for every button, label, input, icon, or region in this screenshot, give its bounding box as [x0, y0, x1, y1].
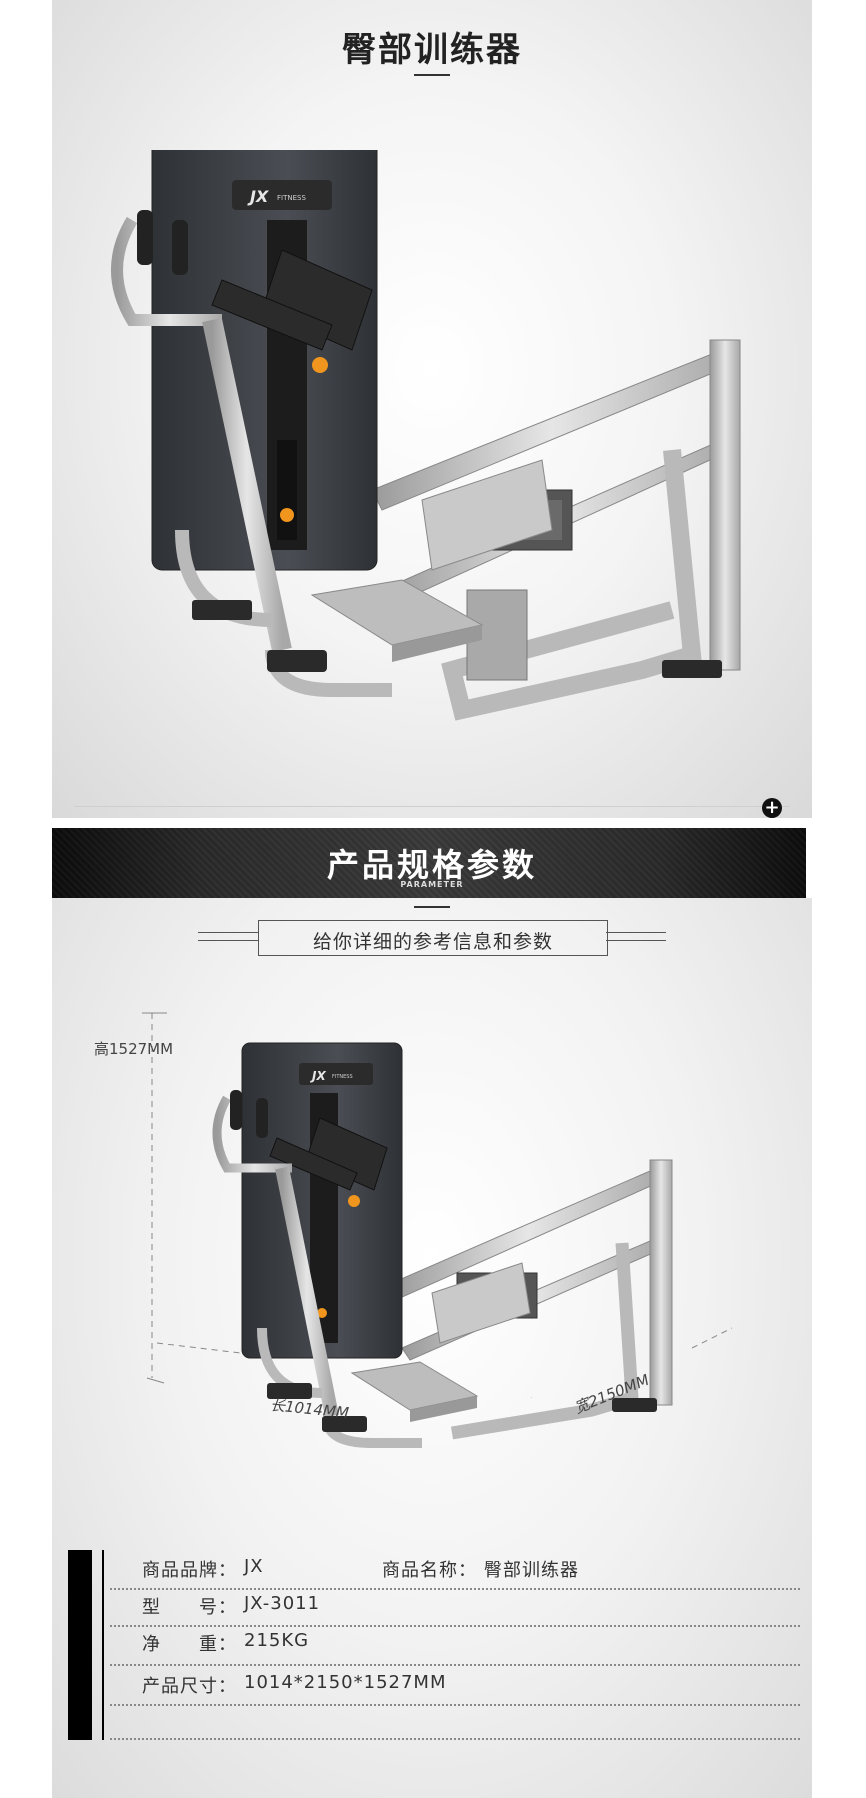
- weight-label: 净 重：: [142, 1634, 237, 1655]
- brand-value: JX: [244, 1556, 264, 1577]
- product-page: 臀部训练器 JX: [52, 0, 812, 1798]
- parameter-banner: 产品规格参数 PARAMETER: [52, 828, 812, 898]
- banner-subtitle: PARAMETER: [400, 880, 464, 889]
- title-underline: [414, 74, 450, 76]
- brand-logo-2: JX: [310, 1069, 326, 1083]
- subtitle-text: 给你详细的参考信息和参数: [312, 931, 553, 953]
- model-value: JX-3011: [244, 1593, 321, 1614]
- deco-line-right-2: [606, 940, 666, 941]
- section-divider: [74, 806, 790, 807]
- row-divider: [110, 1588, 800, 1590]
- row-divider: [110, 1664, 800, 1666]
- banner-title: 产品规格参数: [326, 846, 537, 884]
- subtitle-box: 给你详细的参考信息和参数: [258, 920, 608, 956]
- height-label: 高1527MM: [94, 1040, 174, 1058]
- page-title: 臀部训练器: [342, 30, 522, 70]
- deco-line-right: [606, 932, 666, 933]
- subtitle-line: [414, 906, 450, 908]
- brand-logo-sub-2: FITNESS: [332, 1074, 353, 1080]
- size-label: 产品尺寸：: [142, 1676, 237, 1697]
- spec-section: 给你详细的参考信息和参数: [52, 898, 812, 1798]
- name-value: 臀部训练器: [484, 1560, 579, 1581]
- machine-dimension-image: JX FITNESS: [212, 1042, 673, 1448]
- row-divider: [110, 1738, 800, 1740]
- deco-line-left: [198, 932, 258, 933]
- weight-value: 215KG: [244, 1630, 310, 1651]
- size-value: 1014*2150*1527MM: [244, 1672, 447, 1693]
- plus-circle-icon[interactable]: +: [762, 798, 782, 818]
- model-label: 型 号：: [142, 1597, 237, 1618]
- row-divider: [110, 1625, 800, 1627]
- name-label: 商品名称：: [382, 1560, 477, 1581]
- row-divider: [110, 1704, 800, 1706]
- machine-image: JX FITNESS: [111, 150, 741, 721]
- hero-section: 臀部训练器 JX: [52, 0, 812, 818]
- brand-logo-sub: FITNESS: [277, 194, 306, 202]
- brand-label: 商品品牌：: [142, 1560, 237, 1581]
- brand-logo: JX: [247, 187, 269, 206]
- spec-accent-line: [102, 1550, 104, 1740]
- deco-line-left-2: [198, 940, 258, 941]
- spec-accent-bar: [68, 1550, 92, 1740]
